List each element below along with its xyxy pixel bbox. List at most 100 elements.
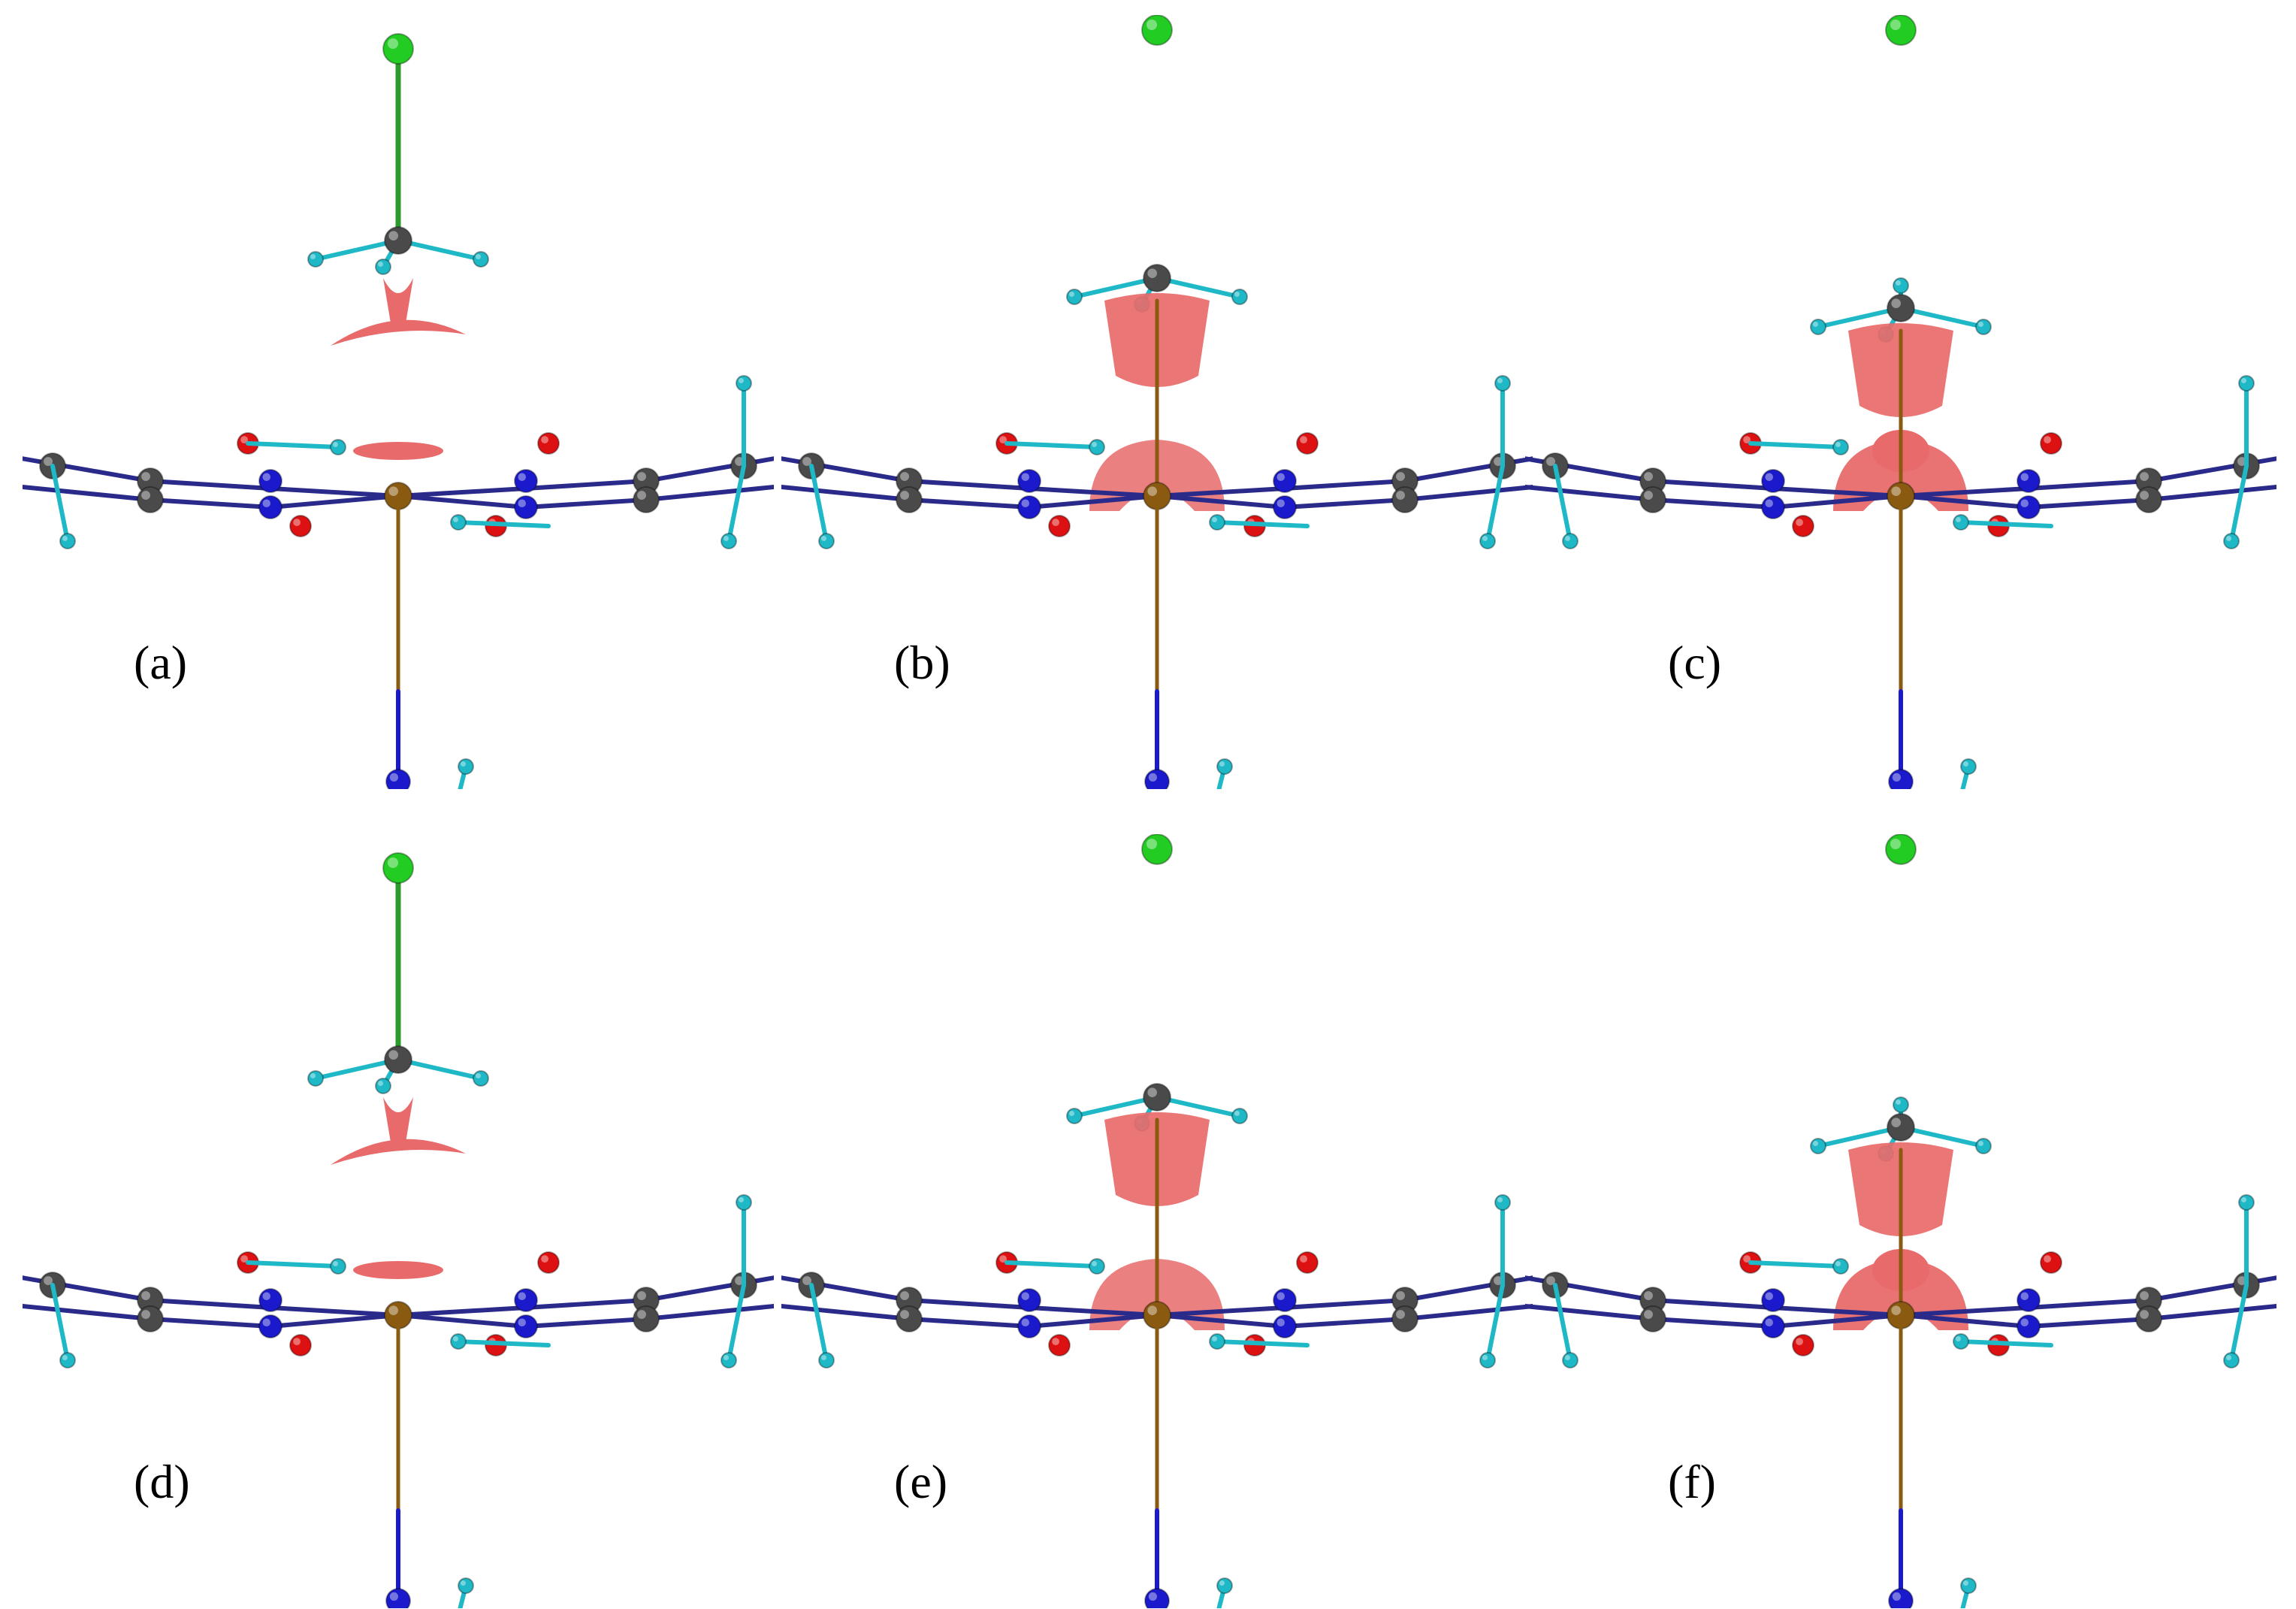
oxygen-atom (537, 432, 560, 455)
bond (456, 1339, 551, 1347)
hydrogen-atom (2223, 533, 2240, 549)
carbon-atom-methyl (1143, 1083, 1171, 1111)
atom-highlight (1891, 298, 1901, 309)
hydrogen-atom (721, 1352, 737, 1369)
hydrogen-atom (1975, 1138, 1992, 1154)
chlorine-atom (382, 33, 414, 65)
atom-highlight (2020, 473, 2029, 481)
bond (781, 456, 911, 483)
bond (644, 456, 774, 483)
nitrogen-atom (1273, 495, 1297, 519)
bond (1485, 464, 1505, 543)
bond (1771, 494, 1903, 510)
atom-highlight (476, 1073, 481, 1078)
atom-highlight (1796, 1338, 1803, 1345)
atom-highlight (1835, 1261, 1841, 1266)
atom-highlight (541, 1255, 548, 1263)
atom-highlight (1396, 491, 1405, 500)
bond (23, 1303, 153, 1321)
bond (1155, 1095, 1242, 1118)
hydrogen-atom (1216, 1577, 1233, 1594)
hydrogen-atom (1089, 1258, 1105, 1275)
nitrogen-atom-axial (1888, 769, 1914, 789)
atom-highlight (2020, 1318, 2029, 1326)
atom-highlight (310, 254, 316, 259)
bond (1282, 479, 1407, 491)
molecule-c (1525, 15, 2276, 789)
atom-highlight (262, 499, 270, 507)
atom-highlight (724, 1355, 729, 1360)
bond (23, 1275, 153, 1302)
atom-highlight (1148, 773, 1157, 782)
bond (524, 1317, 648, 1329)
bond (1216, 1583, 1227, 1608)
bond (1960, 764, 1971, 789)
atom-highlight (1892, 1592, 1901, 1601)
atom-highlight (1497, 378, 1503, 383)
atom-highlight (900, 491, 909, 500)
atom-highlight (453, 517, 458, 522)
bond (1072, 1095, 1159, 1118)
carbon-atom (137, 1305, 164, 1332)
atom-highlight (1956, 1336, 1961, 1341)
hydrogen-atom (307, 1070, 324, 1087)
hydrogen-atom (1810, 1138, 1826, 1154)
panel-label-f: (f) (1668, 1455, 1716, 1508)
atom-highlight (240, 436, 248, 443)
nitrogen-atom (258, 469, 282, 493)
atom-highlight (1212, 1336, 1217, 1341)
nitrogen-atom-axial (1144, 769, 1170, 789)
atom-highlight (518, 499, 526, 507)
atom-highlight (1219, 1580, 1225, 1586)
bond (1771, 1313, 1903, 1329)
atom-highlight (1148, 1592, 1157, 1601)
chlorine-atom (1141, 15, 1173, 46)
panel-e: (e) (781, 834, 1533, 1608)
hydrogen-atom (1810, 319, 1826, 335)
bond (2229, 1283, 2249, 1363)
hydrogen-atom (1066, 289, 1083, 305)
bond (1216, 764, 1227, 789)
bond (2146, 1303, 2276, 1321)
bond (50, 464, 70, 543)
carbon-atom (2135, 486, 2162, 513)
atom-highlight (389, 773, 398, 782)
bond (524, 498, 648, 510)
atom-highlight (541, 436, 548, 443)
atom-highlight (1956, 517, 1961, 522)
bond (50, 1283, 70, 1363)
hydrogen-atom (375, 259, 391, 275)
bond (1771, 1305, 1903, 1317)
bond (907, 479, 1032, 491)
atom-highlight (1796, 519, 1803, 526)
atom-highlight (724, 536, 729, 541)
atom-highlight (62, 536, 68, 541)
nitrogen-atom (2017, 1314, 2041, 1338)
oxygen-atom (1792, 515, 1814, 537)
atom-highlight (518, 1292, 526, 1300)
carbon-atom (896, 486, 923, 513)
atom-highlight (802, 1276, 811, 1285)
bond (1960, 1583, 1971, 1608)
carbon-atom (137, 486, 164, 513)
atom-highlight (2140, 1291, 2149, 1300)
atom-highlight (637, 472, 646, 481)
atom-highlight (802, 457, 811, 466)
atom-highlight (1896, 280, 1901, 286)
atom-highlight (999, 436, 1007, 443)
atom-highlight (1147, 268, 1157, 279)
bond (644, 484, 774, 502)
atom-highlight (310, 1073, 316, 1078)
panel-label-e: (e) (894, 1455, 948, 1508)
bond (1899, 494, 2031, 510)
atom-highlight (1743, 436, 1751, 443)
nitrogen-atom (1017, 495, 1041, 519)
bond (907, 498, 1032, 510)
nitrogen-atom (1273, 469, 1297, 493)
atom-highlight (900, 472, 909, 481)
atom-highlight (141, 1291, 150, 1300)
atom-highlight (2140, 472, 2149, 481)
atom-highlight (1052, 519, 1059, 526)
hydrogen-atom (1209, 514, 1225, 531)
hydrogen-atom (818, 533, 835, 549)
